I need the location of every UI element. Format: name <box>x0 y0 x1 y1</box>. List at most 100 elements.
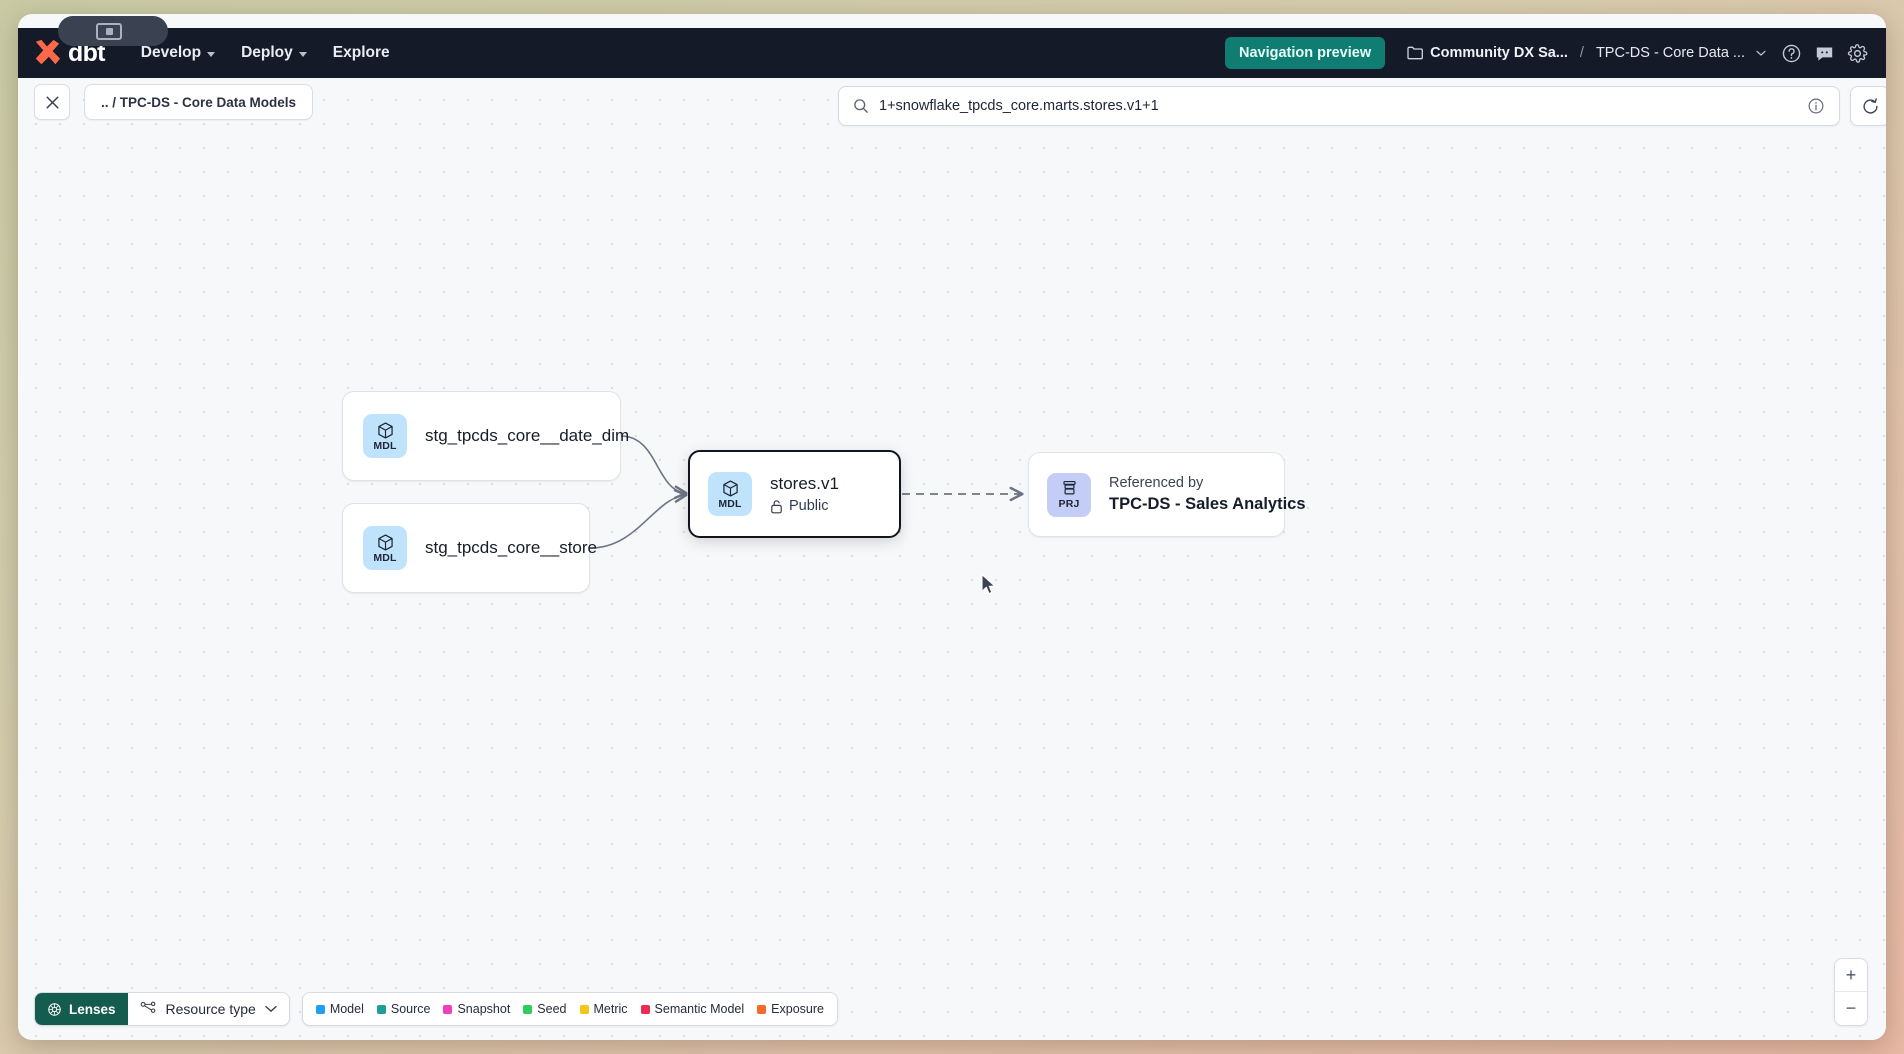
node-badge-mdl: MDL <box>363 526 407 570</box>
chevron-down-icon[interactable] <box>1753 45 1769 61</box>
resource-type-dropdown[interactable]: Resource type <box>128 993 289 1025</box>
breadcrumb-account-label: Community DX Sa... <box>1430 45 1568 61</box>
node-text-group: stg_tpcds_core__store <box>425 538 597 558</box>
breadcrumb-separator: / <box>1579 45 1584 61</box>
legend-swatch <box>376 1004 386 1014</box>
lens-control-group: Lenses Resource type <box>34 992 290 1026</box>
graph-node-selected-stores-v1[interactable]: MDL stores.v1 Public <box>688 450 901 538</box>
lenses-button[interactable]: Lenses <box>35 993 128 1025</box>
folder-icon <box>1407 46 1424 60</box>
unlock-icon <box>771 499 782 513</box>
node-badge-label: PRJ <box>1058 498 1080 511</box>
legend-label: Metric <box>593 1002 628 1016</box>
refresh-lineage-button[interactable] <box>1850 86 1886 126</box>
node-badge-mdl: MDL <box>708 472 752 516</box>
chevron-down-icon <box>265 1005 277 1013</box>
node-title: stg_tpcds_core__store <box>425 538 597 557</box>
navigation-preview-button[interactable]: Navigation preview <box>1224 37 1386 69</box>
info-icon[interactable] <box>1807 97 1825 115</box>
zoom-out-button[interactable]: − <box>1845 998 1857 1018</box>
legend-swatch <box>640 1004 650 1014</box>
nodes-icon <box>140 1001 155 1013</box>
search-icon <box>854 99 868 113</box>
legend-swatch <box>443 1004 453 1014</box>
legend-label: Snapshot <box>457 1002 511 1016</box>
resource-type-label: Resource type <box>165 1001 256 1017</box>
node-badge-label: MDL <box>373 439 397 452</box>
resource-type-legend: Model Source Snapshot Seed <box>301 992 838 1026</box>
top-navigation-bar: dbt Develop Deploy Explore Navigation pr… <box>18 28 1886 78</box>
node-badge-mdl: MDL <box>363 414 407 458</box>
nav-item-deploy-label: Deploy <box>241 44 293 61</box>
window-chrome-pill <box>58 16 168 46</box>
close-icon <box>46 96 58 108</box>
legend-item-model: Model <box>315 1002 364 1016</box>
lineage-search-box[interactable] <box>838 86 1840 126</box>
nav-right-group: Community DX Sa... / TPC-DS - Core Data … <box>1407 43 1868 64</box>
cube-icon <box>722 480 738 497</box>
breadcrumb-project-label: TPC-DS - Core Data ... <box>1595 45 1745 61</box>
node-prefix-label: Referenced by <box>1109 475 1204 491</box>
graph-node-project[interactable]: PRJ Referenced by TPC-DS - Sales Analyti… <box>1028 452 1306 537</box>
chevron-down-icon <box>207 51 216 57</box>
legend-item-metric: Metric <box>579 1002 628 1016</box>
search-group <box>838 86 1886 126</box>
breadcrumb-chip[interactable]: .. / TPC-DS - Core Data Models <box>84 84 314 120</box>
chevron-down-icon <box>298 51 307 57</box>
legend-swatch <box>315 1004 325 1014</box>
breadcrumb-project[interactable]: TPC-DS - Core Data ... <box>1596 45 1745 61</box>
search-input[interactable] <box>879 98 1797 114</box>
download-dot-icon <box>106 28 113 35</box>
lineage-graph: MDL stg_tpcds_core__date_dim MDL <box>18 78 1886 1040</box>
node-project-name: TPC-DS - Sales Analytics <box>1109 495 1306 513</box>
project-stack-icon <box>1062 481 1076 495</box>
close-lineage-button[interactable] <box>34 84 70 120</box>
lineage-canvas[interactable]: MDL stg_tpcds_core__date_dim MDL <box>18 78 1886 1040</box>
legend-label: Semantic Model <box>654 1002 745 1016</box>
help-icon[interactable] <box>1781 43 1802 64</box>
zoom-controls: + − <box>1834 958 1868 1026</box>
mouse-cursor <box>981 574 996 595</box>
legend-swatch <box>579 1004 589 1014</box>
nav-item-deploy[interactable]: Deploy <box>231 38 317 68</box>
feedback-icon[interactable] <box>1814 43 1835 64</box>
legend-label: Seed <box>537 1002 567 1016</box>
legend-item-seed: Seed <box>523 1002 567 1016</box>
graph-node-model[interactable]: MDL stg_tpcds_core__date_dim <box>342 391 630 481</box>
node-access-badge: Public <box>770 498 839 514</box>
lens-icon <box>48 1002 61 1016</box>
lenses-label: Lenses <box>69 1001 116 1017</box>
breadcrumb-account[interactable]: Community DX Sa... <box>1407 45 1568 61</box>
dbt-x-logo-icon <box>35 39 61 65</box>
legend-label: Model <box>329 1002 364 1016</box>
nav-item-develop-label: Develop <box>140 44 202 61</box>
legend-swatch <box>523 1004 533 1014</box>
cube-icon <box>377 422 393 439</box>
node-text-group: stores.v1 Public <box>770 474 839 514</box>
lineage-edges <box>589 435 1024 549</box>
node-title: stg_tpcds_core__date_dim <box>425 426 630 445</box>
zoom-in-button[interactable]: + <box>1835 959 1867 992</box>
graph-node-model[interactable]: MDL stg_tpcds_core__store <box>342 503 597 593</box>
legend-item-source: Source <box>376 1002 431 1016</box>
node-text-group: stg_tpcds_core__date_dim <box>425 426 630 446</box>
legend-label: Source <box>390 1002 431 1016</box>
cube-icon <box>377 534 393 551</box>
refresh-icon <box>1862 97 1878 114</box>
node-title: stores.v1 <box>770 474 839 493</box>
legend-item-snapshot: Snapshot <box>443 1002 510 1016</box>
node-access-label: Public <box>789 498 829 514</box>
settings-icon[interactable] <box>1847 43 1868 64</box>
node-badge-label: MDL <box>373 551 397 564</box>
legend-item-exposure: Exposure <box>757 1002 824 1016</box>
legend-label: Exposure <box>771 1002 824 1016</box>
app-window: dbt Develop Deploy Explore Navigation pr… <box>18 14 1886 1040</box>
nav-item-explore[interactable]: Explore <box>323 38 400 68</box>
node-badge-prj: PRJ <box>1047 472 1091 517</box>
node-text-group: Referenced by TPC-DS - Sales Analytics <box>1109 475 1306 514</box>
nav-item-develop[interactable]: Develop <box>131 38 225 68</box>
lineage-toolbar: .. / TPC-DS - Core Data Models <box>18 78 1886 126</box>
screen-share-icon <box>96 23 122 40</box>
node-badge-label: MDL <box>718 497 742 510</box>
